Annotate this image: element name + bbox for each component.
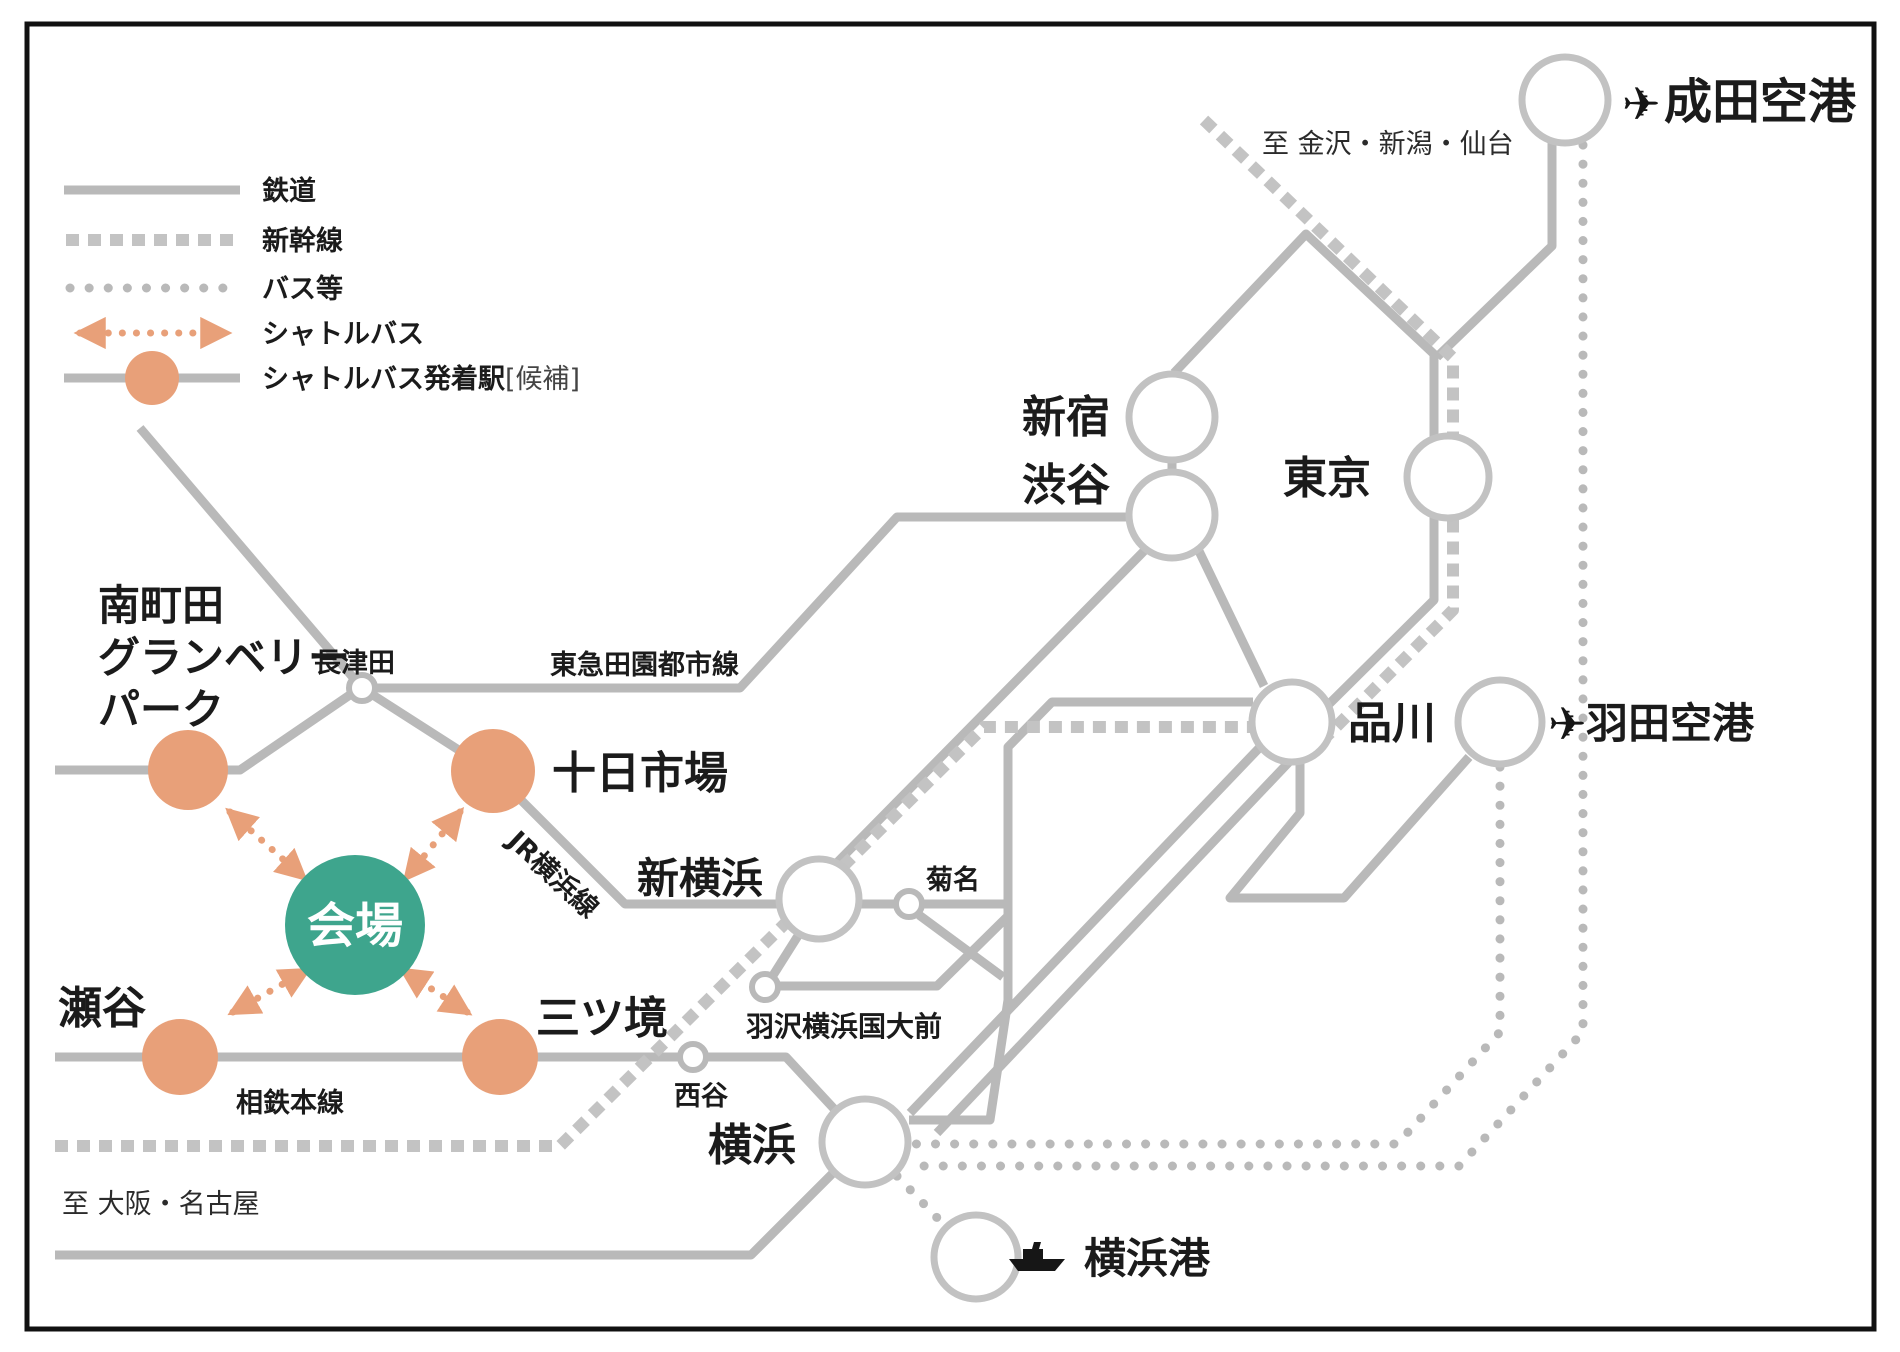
nishiya-label: 西谷 (674, 1081, 729, 1112)
yokohama-port-label: 横浜港 (1084, 1234, 1211, 1283)
minami-machida-grandberry-park-label-1: グランベリー (98, 633, 350, 682)
to-osaka-nagoya-annotation: 至 大阪・名古屋 (62, 1189, 260, 1220)
legend-item-shinkansen-label: 新幹線 (262, 225, 343, 257)
keikyu-haneda-line (1225, 753, 1473, 903)
sotetsu-main-line (55, 1052, 841, 1116)
shuttle-mitsukyo-line (398, 967, 473, 1016)
port-bus-line (892, 1171, 950, 1231)
yokohama-label: 横浜 (708, 1120, 796, 1171)
nagatsuta-label: 長津田 (314, 648, 395, 679)
narita-bus-line (906, 140, 1588, 1171)
shibuya-shinagawa-line (1193, 547, 1269, 688)
narita-rail-line (1433, 140, 1557, 361)
legend-item-bus: バス等 (65, 273, 343, 305)
narita-airport-plane-icon: ✈ (1622, 77, 1661, 131)
legend-item-shuttle: シャトルバス (73, 316, 424, 350)
yokohama-port-station (930, 1211, 1022, 1303)
tokyu-denentoshi-line-label: 東急田園都市線 (550, 649, 739, 681)
tokaichiba-label: 十日市場 (552, 748, 728, 799)
legend-item-rail-label: 鉄道 (262, 175, 316, 207)
stations-layer (142, 53, 1612, 1303)
tokaido-west-line (55, 1164, 842, 1260)
shuttle-tokaichiba-line (402, 807, 465, 882)
shibuya-station (1125, 468, 1219, 562)
tokyo-station (1403, 432, 1493, 522)
yokohama-port-ship-icon (1009, 1242, 1065, 1271)
narita-airport-station (1518, 53, 1612, 147)
labels-layer: 成田空港✈東京新宿渋谷品川羽田空港✈新横浜菊名羽沢横浜国大前西谷長津田横浜横浜港… (58, 74, 1857, 1283)
shinagawa-label: 品川 (1348, 698, 1436, 749)
yokohama-shinagawa-1-line (906, 740, 1267, 1117)
shuttle-grandberry-line (225, 807, 308, 882)
kikuna-label: 菊名 (926, 864, 980, 896)
nagatsuta-station (346, 672, 378, 704)
legend-item-shuttle-label: シャトルバス (262, 319, 424, 350)
legend-shuttle-station-sample (125, 351, 179, 405)
seya-station (142, 1019, 218, 1095)
yokohama-station (818, 1095, 912, 1189)
legend-item-shuttle-station: シャトルバス発着駅[候補] (64, 351, 580, 405)
shinjuku-tokyo-peak-line (1170, 229, 1440, 377)
minami-machida-grandberry-park-station (148, 730, 228, 810)
shin-yokohama-station (775, 855, 863, 943)
hazawa-yokohama-kokudai-mae-label: 羽沢横浜国大前 (746, 1010, 942, 1043)
tokyo-corridor-line (1317, 356, 1439, 716)
venue-label: 会場 (307, 898, 403, 954)
tokyo-label: 東京 (1283, 453, 1371, 504)
kikuna-link-line (916, 911, 1006, 981)
yokohama-shinagawa-2-line (933, 758, 1293, 1137)
shin-yokohama-hazawa-line (768, 928, 805, 980)
nishiya-station (677, 1041, 709, 1073)
seya-label: 瀬谷 (58, 983, 146, 1034)
venue-station (285, 855, 425, 995)
kikuna-station (893, 888, 925, 920)
legend-item-shinkansen: 新幹線 (66, 225, 343, 257)
haneda-airport-label: 羽田空港 (1586, 699, 1755, 748)
minami-machida-grandberry-park-label-0: 南町田 (98, 581, 224, 630)
shinjuku-station (1125, 370, 1219, 464)
mitsukyo-label: 三ツ境 (536, 993, 668, 1044)
narita-airport-label: 成田空港 (1664, 74, 1857, 130)
haneda-bus-line (905, 762, 1505, 1149)
haneda-airport-station (1454, 676, 1546, 768)
tokyu-shin-yokohama-line (808, 545, 1150, 892)
shinagawa-west-corridor-line (909, 697, 1253, 1125)
hazawa-link-line (772, 913, 1011, 991)
shinagawa-station (1248, 678, 1336, 766)
mitsukyo-station (462, 1019, 538, 1095)
haneda-airport-plane-icon: ✈ (1548, 697, 1587, 751)
denentoshi-west-line (55, 684, 363, 775)
legend-item-bus-label: バス等 (262, 273, 343, 305)
sotetsu-main-line-label: 相鉄本線 (236, 1087, 344, 1119)
denentoshi-main-line (362, 512, 1131, 693)
tokaichiba-station (451, 729, 535, 813)
minami-machida-grandberry-park-label-2: パーク (98, 685, 224, 734)
legend-item-shuttle-station-label: シャトルバス発着駅[候補] (262, 363, 580, 395)
route-lines-layer (55, 115, 1588, 1260)
shibuya-label: 渋谷 (1022, 460, 1110, 511)
to-kanazawa-niigata-sendai-annotation: 至 金沢・新潟・仙台 (1262, 129, 1514, 160)
legend-item-rail: 鉄道 (64, 175, 316, 207)
hazawa-yokohama-kokudai-mae-station (749, 971, 781, 1003)
tokaido-shinkansen-line (55, 721, 1258, 1152)
shuttle-seya-line (227, 967, 312, 1016)
shinjuku-label: 新宿 (1022, 392, 1110, 443)
shin-yokohama-label: 新横浜 (637, 854, 763, 903)
map-frame-border (24, 21, 1877, 1332)
